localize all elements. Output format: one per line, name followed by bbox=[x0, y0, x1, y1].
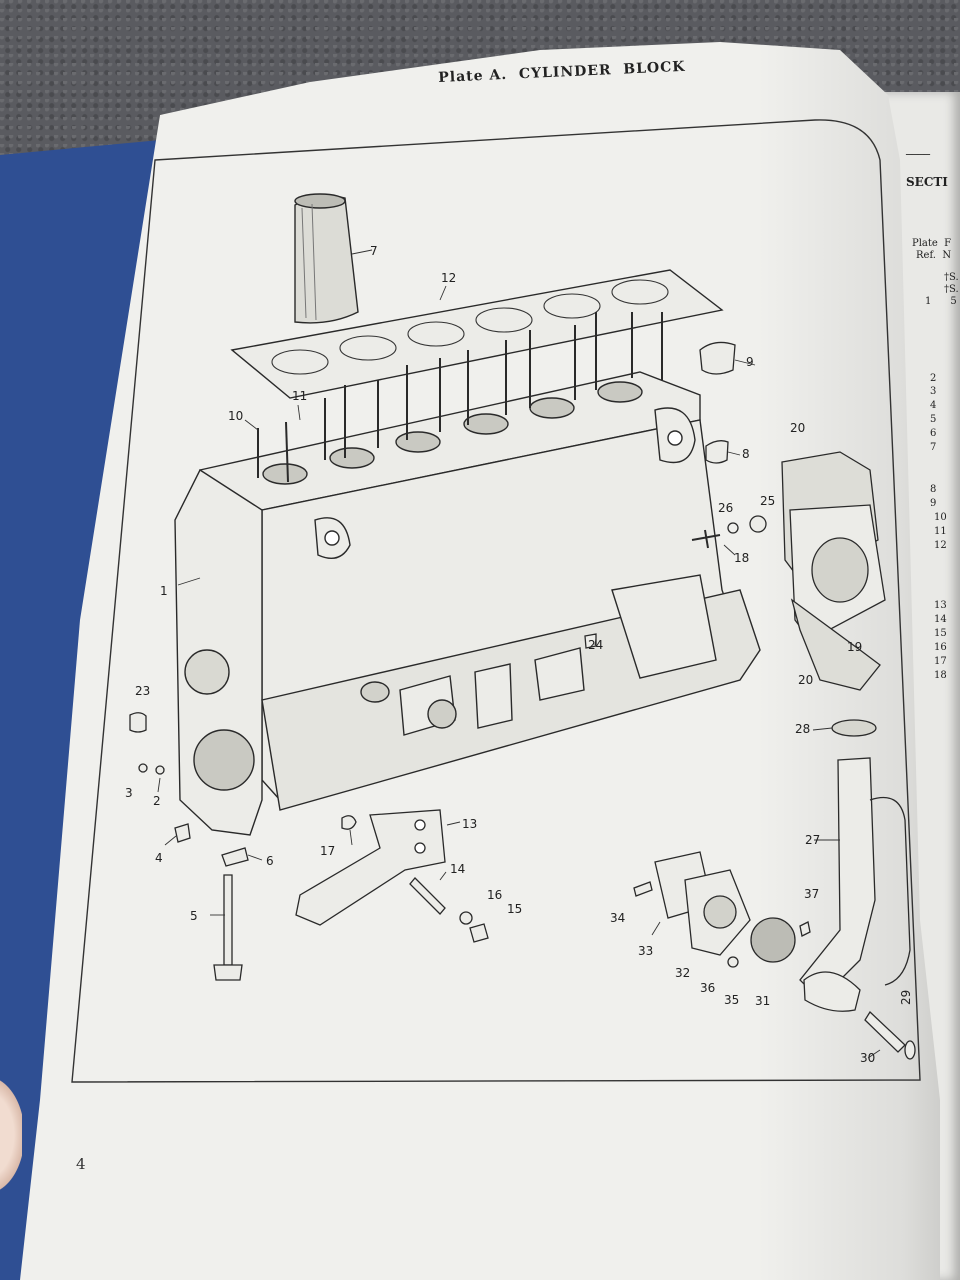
part-label: 31 bbox=[755, 994, 770, 1008]
rear-plate-group bbox=[781, 451, 886, 691]
oil-pump-group bbox=[633, 719, 916, 1060]
core-plug-9 bbox=[699, 341, 736, 375]
engine-bracket-13 bbox=[295, 809, 446, 926]
part-label: 9 bbox=[746, 355, 754, 369]
cap-28 bbox=[831, 719, 877, 737]
part-label: 16 bbox=[487, 888, 502, 902]
right-ref-number: 4 bbox=[930, 400, 937, 411]
right-ref-number: 14 bbox=[934, 614, 947, 625]
part-label: 13 bbox=[462, 817, 477, 831]
right-section-heading: SECTI bbox=[906, 175, 948, 189]
studs bbox=[257, 312, 663, 483]
plug-8 bbox=[705, 440, 729, 464]
part-label: 18 bbox=[734, 551, 749, 565]
part-label: 23 bbox=[135, 684, 150, 698]
right-ref-number: 5 bbox=[930, 414, 937, 425]
right-ref-number: 18 bbox=[934, 670, 947, 681]
right-ref-number: 9 bbox=[930, 498, 937, 509]
part-label: 32 bbox=[675, 966, 690, 980]
part-label: 29 bbox=[899, 990, 913, 1005]
plug-17 bbox=[341, 815, 357, 830]
right-ref-number: 3 bbox=[930, 386, 937, 397]
thumb bbox=[0, 1080, 22, 1190]
part-number-labels: 1234567891011121314151617181920202324252… bbox=[125, 244, 913, 1065]
strainer-31 bbox=[750, 917, 796, 963]
part-label: 35 bbox=[724, 993, 739, 1007]
part-label: 27 bbox=[805, 833, 820, 847]
right-ref-number: 8 bbox=[930, 484, 937, 495]
part-label: 4 bbox=[155, 851, 163, 865]
part-label: 26 bbox=[718, 501, 733, 515]
part-label: 6 bbox=[266, 854, 274, 868]
right-column-header-1: Plate F bbox=[912, 238, 952, 249]
plug-25 bbox=[749, 515, 767, 533]
washer-26 bbox=[727, 522, 739, 534]
cylinder-block-group bbox=[174, 193, 761, 836]
part-label: 11 bbox=[292, 389, 307, 403]
right-ref-number: 7 bbox=[930, 442, 937, 453]
part-label: 8 bbox=[742, 447, 750, 461]
part-label: 2 bbox=[153, 794, 161, 808]
part-label: 5 bbox=[190, 909, 198, 923]
plug-23 bbox=[129, 712, 147, 733]
head-gasket bbox=[230, 269, 724, 399]
part-label: 20 bbox=[798, 673, 813, 687]
part-label: 37 bbox=[804, 887, 819, 901]
part-label: 28 bbox=[795, 722, 810, 736]
part-label: 17 bbox=[320, 844, 335, 858]
small-parts bbox=[129, 341, 767, 981]
nut-15 bbox=[469, 923, 489, 943]
washer-16 bbox=[459, 911, 473, 925]
nut-4 bbox=[174, 823, 191, 843]
right-dagger-1: †S. bbox=[944, 272, 959, 283]
right-ref-number: 12 bbox=[934, 540, 947, 551]
part-label: 36 bbox=[700, 981, 715, 995]
part-label: 19 bbox=[847, 640, 862, 654]
right-dagger-2: †S. bbox=[944, 284, 959, 295]
page-number: 4 bbox=[76, 1155, 86, 1173]
part-label: 20 bbox=[790, 421, 805, 435]
part-label: 14 bbox=[450, 862, 465, 876]
right-first-entry: 1 5 bbox=[925, 296, 957, 307]
part-label: 3 bbox=[125, 786, 133, 800]
right-ref-number: 15 bbox=[934, 628, 947, 639]
part-label: 33 bbox=[638, 944, 653, 958]
cylinder-liner bbox=[294, 195, 359, 324]
right-ref-number: 13 bbox=[934, 600, 947, 611]
part-label: 30 bbox=[860, 1051, 875, 1065]
part-label: 10 bbox=[228, 409, 243, 423]
right-ref-number: 6 bbox=[930, 428, 937, 439]
washer-6 bbox=[221, 847, 249, 867]
part-label: 25 bbox=[760, 494, 775, 508]
right-page-rule: ──── bbox=[906, 150, 931, 161]
leader-lines bbox=[157, 249, 881, 1059]
right-column-header-2: Ref. N bbox=[916, 250, 952, 261]
part-label: 15 bbox=[507, 902, 522, 916]
right-ref-number: 11 bbox=[934, 526, 947, 537]
suction-pipe-27 bbox=[799, 757, 876, 1001]
plate-frame bbox=[71, 119, 921, 1083]
part-label: 7 bbox=[370, 244, 378, 258]
right-ref-number: 2 bbox=[930, 373, 937, 384]
right-ref-number: 16 bbox=[934, 642, 947, 653]
right-ref-number: 17 bbox=[934, 656, 947, 667]
plug-24 bbox=[584, 633, 597, 649]
part-label: 24 bbox=[588, 638, 603, 652]
part-label: 1 bbox=[160, 584, 168, 598]
part-label: 12 bbox=[441, 271, 456, 285]
part-label: 34 bbox=[610, 911, 625, 925]
right-ref-number: 10 bbox=[934, 512, 947, 523]
